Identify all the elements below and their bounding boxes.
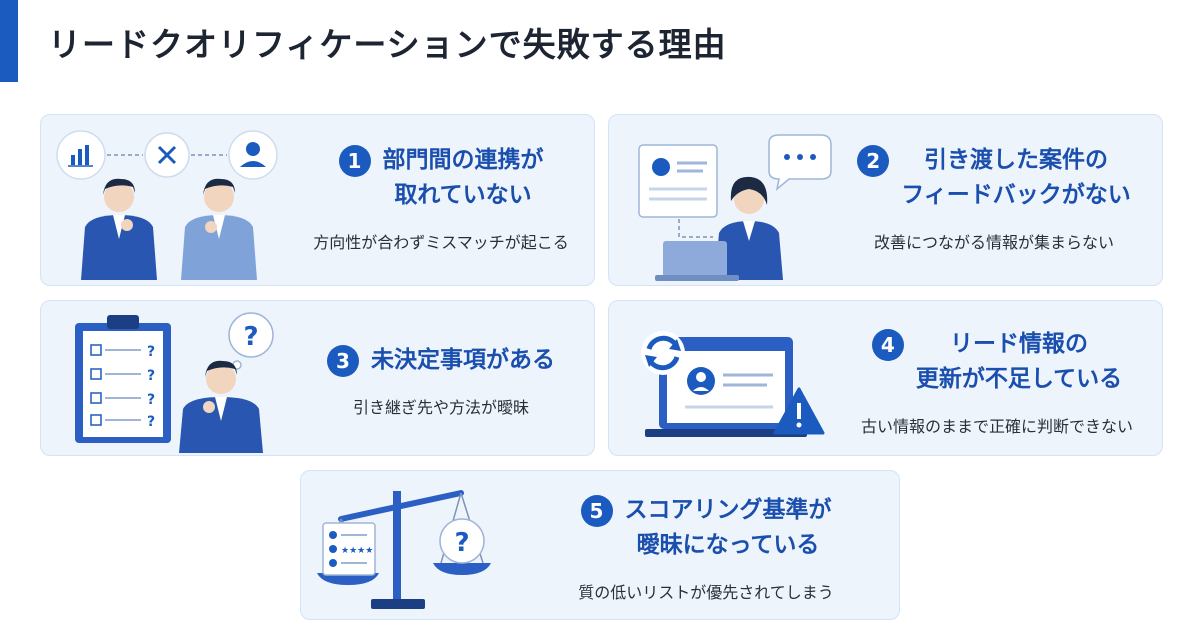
laptop-profile-icon [645, 337, 807, 437]
reason-title: 未決定事項がある [371, 347, 555, 373]
reason-card-1: 1 部門間の連携が 取れていない 方向性が合わずミスマッチが起こる [40, 114, 595, 286]
clipboard-checklist-icon: ? ? ? ? [75, 315, 171, 443]
speech-bubble-dots-icon [768, 134, 832, 191]
reason-card-2: 2 引き渡した案件の フィードバックがない 改善につながる情報が集まらない [608, 114, 1163, 286]
reason-number-badge: 4 [871, 329, 904, 361]
reason-title: スコアリング基準が 曖昧になっている [624, 497, 832, 558]
businessman-figure [179, 360, 263, 453]
reason-title: 引き渡した案件の フィードバックがない [901, 147, 1131, 208]
reason-description: 引き継ぎ先や方法が曖昧 [352, 398, 529, 417]
reason-description: 改善につながる情報が集まらない [873, 233, 1114, 252]
svg-text:?: ? [147, 392, 155, 408]
candidate-list-document: ★★★★ [322, 522, 376, 576]
reason-card-5: ★★★★ ? 5 スコアリング基準が 曖昧になっている 質の低いリストが優先され… [300, 470, 900, 620]
reason-number-badge: 5 [580, 495, 613, 527]
question-circle-icon: ? [439, 518, 485, 564]
card-1-illustration [56, 130, 278, 280]
card-5-illustration: ★★★★ ? [317, 490, 491, 609]
svg-text:?: ? [147, 344, 155, 360]
reason-card-4: 4 リード情報の 更新が不足している 古い情報のままで正確に判断できない [608, 300, 1163, 456]
reason-title: 部門間の連携が 取れていない [382, 147, 544, 208]
businesswoman-figure [181, 178, 257, 280]
svg-text:?: ? [147, 414, 155, 430]
reason-number-badge: 3 [327, 345, 359, 377]
warning-icon [773, 387, 825, 435]
question-bubble-icon: ? [228, 312, 274, 370]
reason-description: 質の低いリストが優先されてしまう [578, 583, 834, 602]
card-4-illustration [641, 331, 825, 437]
profile-document-icon [638, 144, 718, 218]
reason-number-badge: 2 [857, 145, 890, 177]
refresh-icon [641, 331, 685, 375]
cross-icon [144, 132, 190, 178]
reason-description: 古い情報のままで正確に判断できない [860, 417, 1133, 436]
svg-text:?: ? [147, 368, 155, 384]
person-icon [228, 130, 278, 180]
page-title: リードクオリフィケーションで失敗する理由 [48, 25, 727, 64]
businesswoman-figure [715, 176, 783, 280]
reason-number-badge: 1 [338, 145, 371, 177]
businessman-figure [81, 178, 157, 280]
star-rating: ★★★★ [341, 546, 373, 556]
svg-text:?: ? [243, 322, 258, 352]
card-3-illustration: ? ? ? ? ? [75, 312, 274, 453]
title-accent-bar [0, 0, 18, 82]
reason-title: リード情報の 更新が不足している [915, 331, 1123, 392]
card-2-illustration [638, 134, 832, 281]
bar-chart-icon [56, 130, 106, 180]
reason-card-3: ? ? ? ? ? 3 未決定事項がある [40, 300, 595, 456]
svg-text:?: ? [454, 528, 469, 558]
laptop-icon [655, 241, 739, 281]
reason-description: 方向性が合わずミスマッチが起こる [313, 233, 569, 252]
